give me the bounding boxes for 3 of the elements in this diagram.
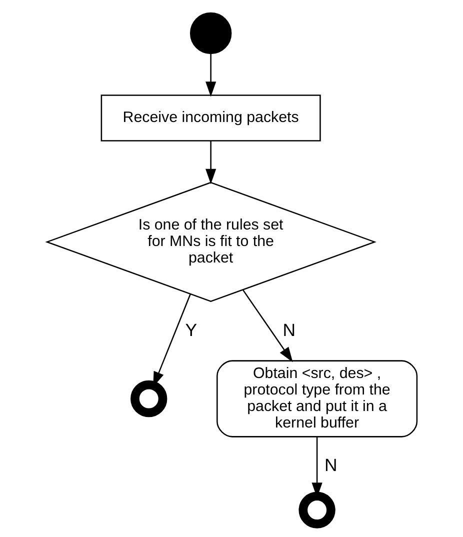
- edge-label: N: [324, 455, 337, 476]
- edge-label: N: [282, 320, 296, 340]
- edge-label: Y: [184, 320, 197, 340]
